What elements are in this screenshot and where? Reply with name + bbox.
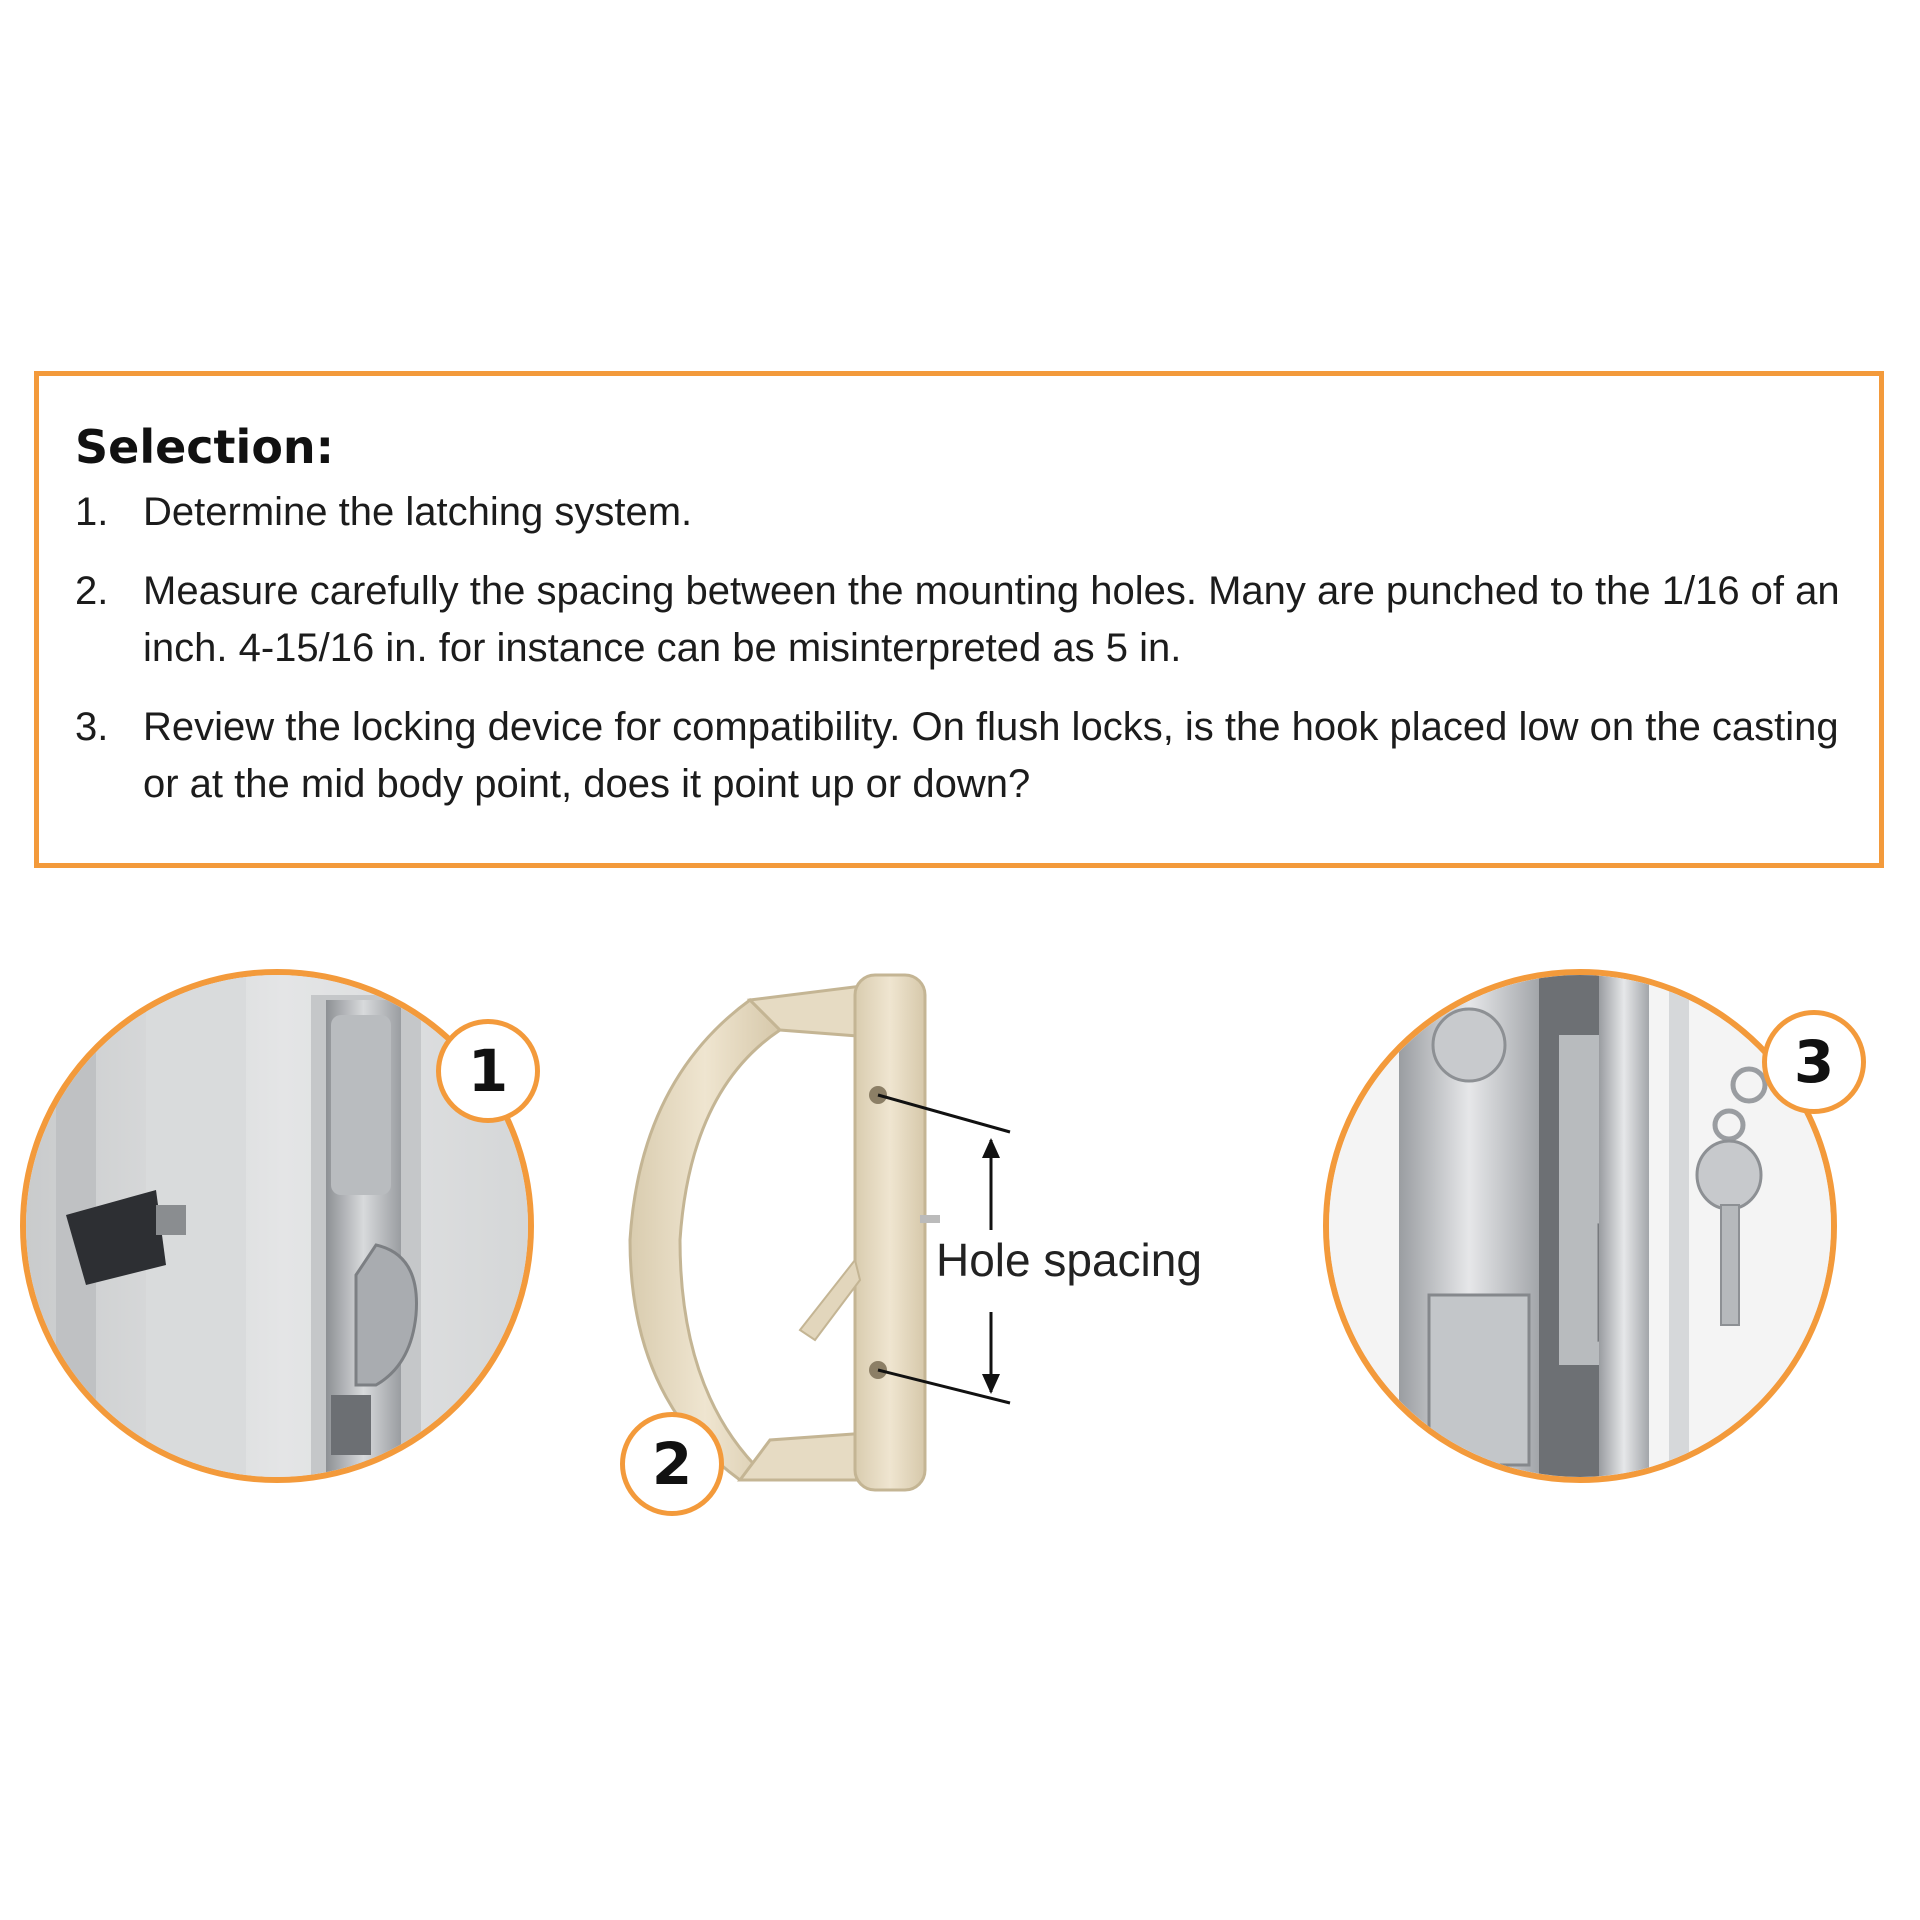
- figure-badge-3: 3: [1762, 1010, 1866, 1114]
- handle-illustration: [628, 973, 1011, 1492]
- figure-badge-1: 1: [436, 1019, 540, 1123]
- selection-box: Selection: 1. Determine the latching sys…: [34, 371, 1884, 868]
- selection-title: Selection:: [75, 420, 335, 474]
- step-text: Determine the latching system.: [143, 490, 693, 534]
- step-number: 3.: [75, 705, 109, 749]
- step-text: Review the locking device for compatibil…: [143, 705, 1839, 806]
- step-number: 2.: [75, 569, 109, 613]
- lock-photo: [1323, 969, 1837, 1483]
- lock-illustration: [1329, 975, 1831, 1477]
- hole-spacing-label: Hole spacing: [936, 1234, 1202, 1286]
- step-text: Measure carefully the spacing between th…: [143, 569, 1840, 670]
- figure-badge-2: 2: [620, 1412, 724, 1516]
- step-number: 1.: [75, 490, 109, 534]
